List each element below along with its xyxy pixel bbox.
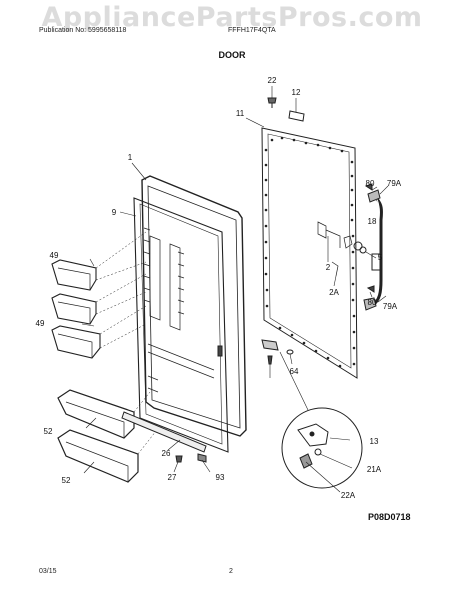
callout-79a-bottom: 79A: [383, 302, 398, 311]
page-number: 2: [229, 568, 233, 575]
detail-magnified-circle: [281, 407, 363, 489]
callout-22: 22: [268, 76, 277, 85]
drawing-code: P08D0718: [368, 512, 411, 522]
door-handle: [363, 189, 383, 311]
detail-hinge-parts: [297, 423, 329, 469]
callout-2a: 2A: [329, 288, 339, 297]
callout-26: 26: [162, 449, 171, 458]
callout-80-bottom: 80: [368, 298, 377, 307]
trim-screw: [175, 455, 183, 463]
outer-door-panel: [261, 127, 358, 379]
callout-21a: 21A: [367, 465, 382, 474]
callout-2: 2: [326, 263, 331, 272]
callout-64: 64: [290, 367, 299, 376]
callout-79a-top: 79A: [387, 179, 402, 188]
callout-80-top: 80: [366, 179, 375, 188]
callout-22a: 22A: [341, 491, 356, 500]
handle-spacer: [353, 241, 381, 271]
door-bins-lower: [57, 389, 139, 483]
callout-11: 11: [236, 109, 245, 118]
callout-49-lower: 49: [36, 319, 45, 328]
top-screw: [267, 97, 277, 108]
callout-27: 27: [168, 473, 177, 482]
hinge-pin: [267, 355, 273, 365]
section-title: DOOR: [218, 50, 246, 60]
handle-screws: [364, 183, 375, 293]
callout-52-upper: 52: [44, 427, 53, 436]
door-bins-upper: [51, 259, 101, 359]
callout-12: 12: [292, 88, 301, 97]
callout-1: 1: [128, 153, 133, 162]
callout-52-lower: 52: [62, 476, 71, 485]
door-liner: [133, 197, 229, 453]
bottom-hinge-bracket: [261, 339, 279, 351]
site-watermark: AppliancePartsPros.com: [41, 2, 423, 33]
bottom-trim-strip: [121, 411, 207, 453]
callout-9: 9: [112, 208, 117, 217]
callout-18: 18: [368, 217, 377, 226]
model-number: FFFH17F4QTA: [228, 27, 276, 34]
callout-49-upper: 49: [50, 251, 59, 260]
door-gasket: [141, 175, 247, 437]
callout-5: 5: [378, 253, 383, 262]
publication-number: Publication No: 5995658118: [39, 27, 127, 34]
door-plug: [288, 110, 305, 122]
trim-clip: [197, 453, 207, 463]
hinge-bushing: [286, 349, 294, 355]
callout-13: 13: [370, 437, 379, 446]
callout-93: 93: [216, 473, 225, 482]
footer-date: 03/15: [39, 568, 57, 575]
